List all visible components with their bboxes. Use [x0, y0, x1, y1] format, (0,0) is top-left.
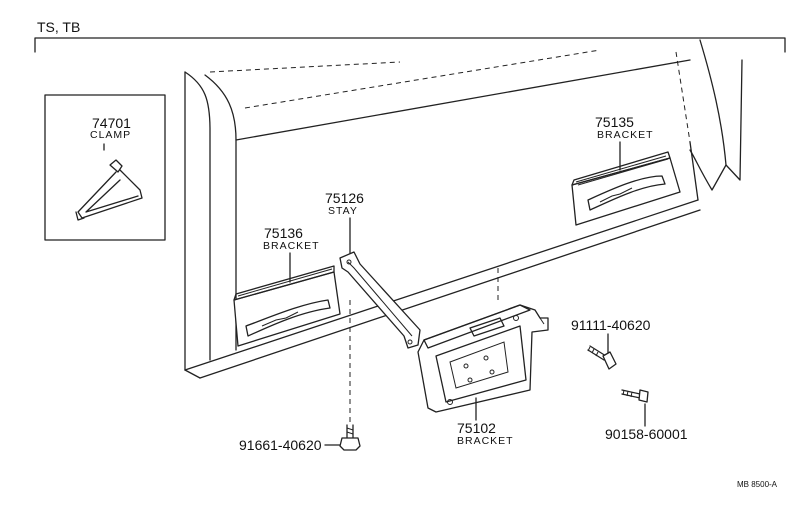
model-header: TS, TB [37, 19, 80, 35]
stay-part-number: 75126 [325, 190, 364, 206]
bracket-left-part-name: BRACKET [263, 240, 320, 252]
clamp-icon [75, 159, 143, 221]
clamp-inset: 74701 CLAMP [44, 94, 166, 241]
bracket-center-part-number: 75102 [457, 420, 496, 436]
stay [339, 251, 421, 349]
diagram-reference: MB 8500-A [737, 480, 778, 489]
stay-part-name: STAY [328, 205, 358, 217]
bracket-right [571, 151, 681, 226]
clamp-part-name: CLAMP [90, 129, 131, 141]
bolt-b-part-number: 90158-60001 [605, 426, 688, 442]
truck-bed [184, 39, 743, 379]
header-bracket-line [34, 37, 786, 53]
screw-icon [339, 424, 361, 451]
bolt-a-part-number: 91111-40620 [571, 317, 651, 333]
bolt-a-icon [587, 345, 617, 370]
bracket-left-part-number: 75136 [264, 225, 303, 241]
bracket-left [233, 265, 341, 347]
bracket-center-part-name: BRACKET [457, 435, 514, 447]
clamp-part-number: 74701 [92, 115, 131, 131]
screw-part-number: 91661-40620 [239, 437, 322, 453]
bracket-center [417, 304, 549, 413]
bracket-right-part-number: 75135 [595, 114, 634, 130]
bracket-right-part-name: BRACKET [597, 129, 654, 141]
bolt-b-icon [621, 389, 649, 403]
